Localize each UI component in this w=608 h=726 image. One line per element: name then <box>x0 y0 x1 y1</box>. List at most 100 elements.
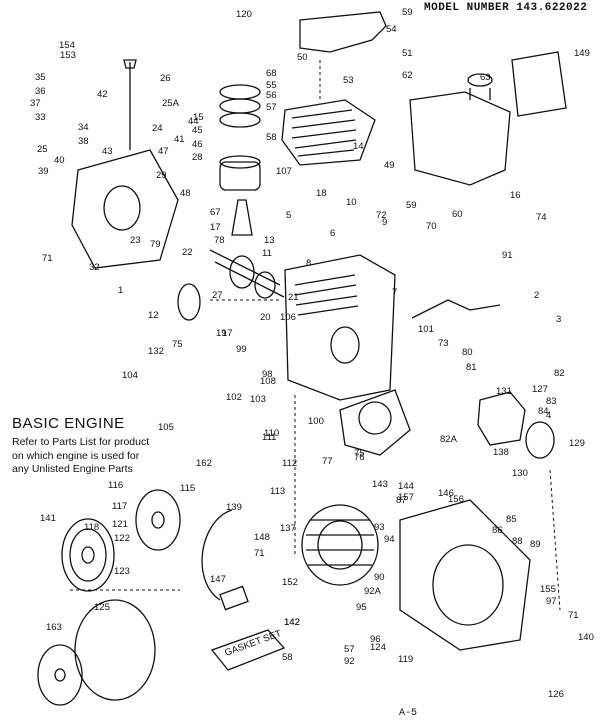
part-callout-77: 77 <box>322 456 333 467</box>
part-callout-144: 144 <box>398 481 414 492</box>
part-callout-29: 29 <box>156 170 167 181</box>
part-callout-147: 147 <box>210 574 226 585</box>
part-callout-149: 149 <box>574 48 590 59</box>
part-callout-39: 39 <box>38 166 49 177</box>
part-callout-116: 116 <box>108 480 123 491</box>
part-callout-137: 137 <box>280 523 296 534</box>
part-callout-82: 82 <box>554 368 565 379</box>
part-callout-2: 2 <box>534 290 539 301</box>
part-callout-50: 50 <box>297 52 308 63</box>
part-callout-103: 103 <box>250 394 266 405</box>
crankcase-cover-part <box>71 149 179 269</box>
part-callout-79: 79 <box>150 239 161 250</box>
part-callout-143: 143 <box>372 479 388 490</box>
part-callout-119: 119 <box>398 654 413 665</box>
part-callout-59: 59 <box>402 7 413 18</box>
part-callout-41: 41 <box>174 134 185 145</box>
part-callout-94: 94 <box>384 534 395 545</box>
crankshaft-part <box>177 249 285 321</box>
part-callout-17: 17 <box>222 328 233 339</box>
part-callout-101: 101 <box>418 324 434 335</box>
part-callout-73: 73 <box>438 338 449 349</box>
part-callout-49: 49 <box>384 160 395 171</box>
part-callout-44: 44 <box>188 116 199 127</box>
part-callout-132: 132 <box>148 346 164 357</box>
connecting-rod-part <box>231 199 253 236</box>
part-callout-57: 57 <box>344 644 355 655</box>
part-callout-56: 56 <box>266 90 277 101</box>
part-callout-163: 163 <box>46 622 62 633</box>
part-callout-13: 13 <box>264 235 275 246</box>
part-callout-89: 89 <box>530 539 541 550</box>
assembly-line <box>549 469 561 611</box>
flywheel-part <box>301 504 379 586</box>
part-callout-125: 125 <box>94 602 110 613</box>
part-callout-162: 162 <box>196 458 212 469</box>
part-callout-91: 91 <box>502 250 513 261</box>
part-callout-10: 10 <box>346 197 357 208</box>
part-callout-92A: 92A <box>364 586 382 597</box>
part-callout-108: 108 <box>260 376 276 387</box>
part-callout-68: 68 <box>266 68 277 79</box>
part-callout-71: 71 <box>568 610 579 621</box>
ignition-wire-part <box>201 509 233 601</box>
part-callout-53: 53 <box>343 75 354 86</box>
cylinder-block-part <box>284 254 396 401</box>
part-callout-139: 139 <box>226 502 242 513</box>
part-callout-1: 1 <box>118 285 123 296</box>
part-callout-126: 126 <box>548 689 564 700</box>
fuel-tank-part <box>37 599 156 706</box>
air-cleaner-part <box>409 51 567 186</box>
part-callout-22: 22 <box>182 247 193 258</box>
part-callout-88: 88 <box>512 536 523 547</box>
part-callout-5: 5 <box>286 210 291 221</box>
part-callout-48: 48 <box>180 188 191 199</box>
part-callout-117: 117 <box>112 501 127 512</box>
part-callout-141: 141 <box>40 513 56 524</box>
part-callout-104: 104 <box>122 370 138 381</box>
part-callout-100: 100 <box>308 416 324 427</box>
carburetor-part <box>477 391 555 459</box>
part-callout-93: 93 <box>374 522 385 533</box>
part-callout-157: 157 <box>398 492 414 503</box>
part-callout-118: 118 <box>84 522 99 533</box>
part-callout-67: 67 <box>210 207 221 218</box>
part-callout-38: 38 <box>78 136 89 147</box>
part-callout-146: 146 <box>438 488 454 499</box>
part-callout-130: 130 <box>512 468 528 479</box>
part-callout-83: 83 <box>546 396 557 407</box>
part-callout-60: 60 <box>452 209 463 220</box>
part-callout-153: 153 <box>60 50 76 61</box>
part-callout-32: 32 <box>89 262 100 273</box>
part-callout-127: 127 <box>532 384 548 395</box>
part-callout-76: 76 <box>354 452 365 463</box>
part-callout-92: 92 <box>344 656 355 667</box>
part-callout-42: 42 <box>97 89 108 100</box>
part-callout-90: 90 <box>374 572 385 583</box>
part-callout-12: 12 <box>148 310 159 321</box>
part-callout-98: 98 <box>262 369 273 380</box>
part-callout-51: 51 <box>402 48 413 59</box>
piston-part <box>219 84 261 191</box>
part-callout-110: 110 <box>264 428 279 439</box>
part-callout-86: 86 <box>492 525 503 536</box>
part-callout-9: 9 <box>382 217 387 228</box>
note-line: Refer to Parts List for product <box>12 436 150 448</box>
section-title: BASIC ENGINE <box>12 415 125 432</box>
part-callout-25A: 25A <box>162 98 180 109</box>
part-callout-25: 25 <box>37 144 48 155</box>
part-callout-8: 8 <box>306 258 311 269</box>
part-callout-131: 131 <box>496 386 512 397</box>
part-callout-58: 58 <box>282 652 293 663</box>
part-callout-57: 57 <box>266 102 277 113</box>
part-callout-26: 26 <box>160 73 171 84</box>
note-line: on which engine is used for <box>12 449 140 462</box>
cylinder-baffle-part <box>339 389 411 456</box>
part-callout-138: 138 <box>493 447 509 458</box>
part-callout-11: 11 <box>262 248 272 259</box>
model-number: MODEL NUMBER 143.622022 <box>424 2 588 14</box>
part-callout-82A: 82A <box>440 434 458 445</box>
dipstick-part <box>123 59 137 150</box>
part-callout-99: 99 <box>236 344 247 355</box>
